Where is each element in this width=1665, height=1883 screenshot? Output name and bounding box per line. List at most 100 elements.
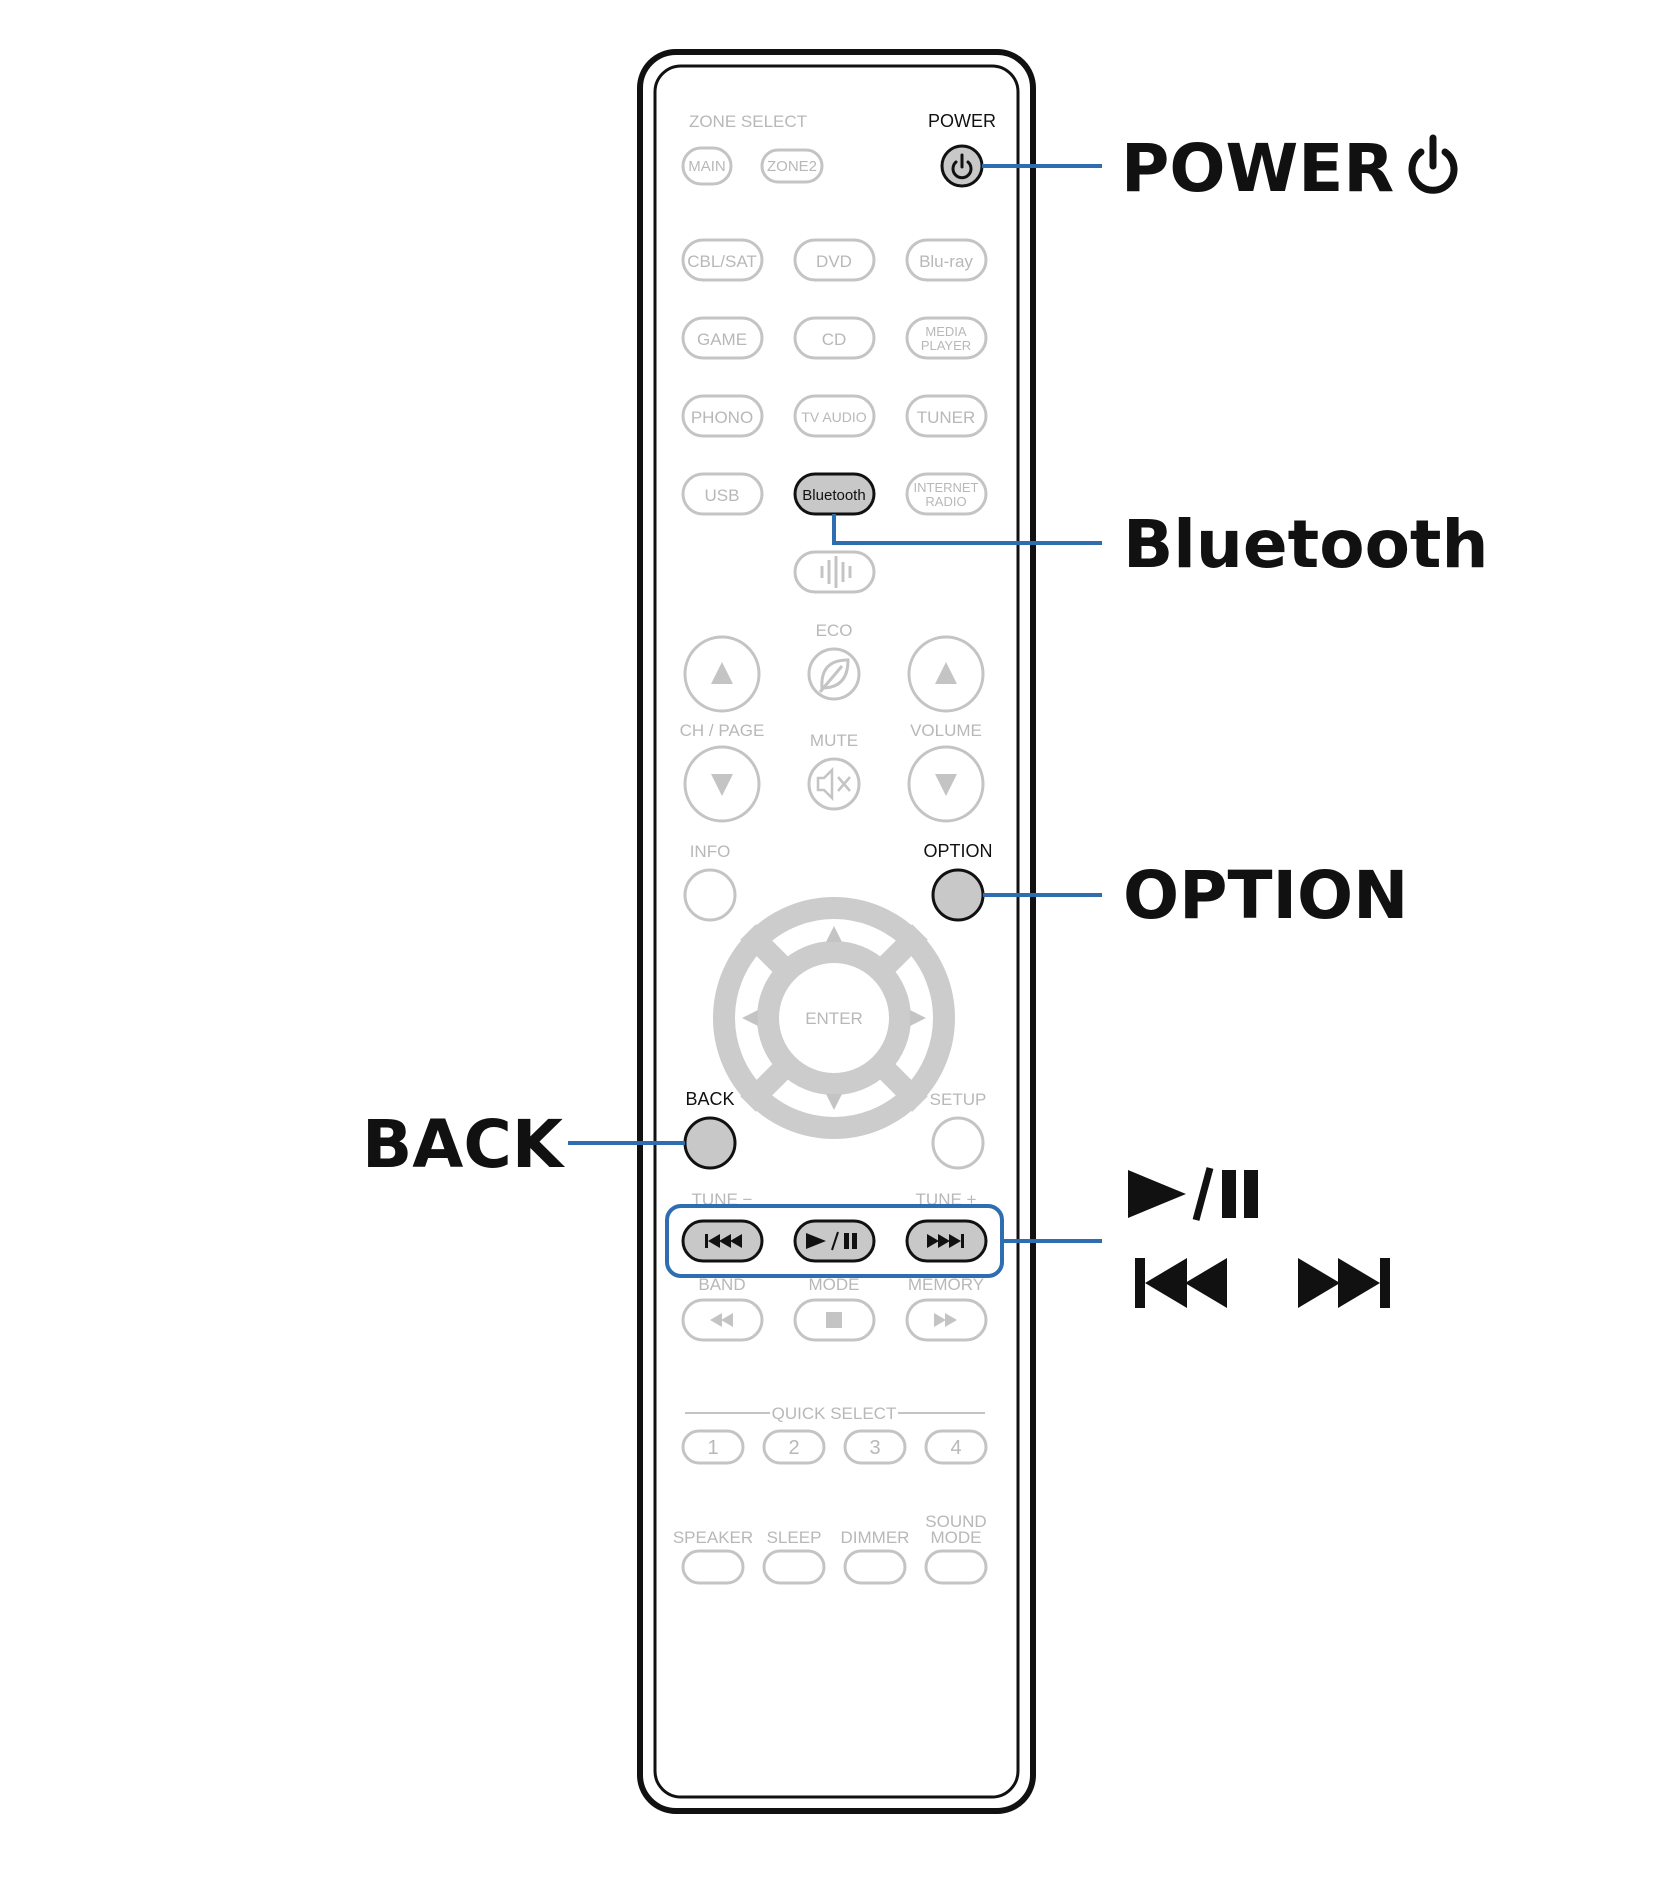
- zone2-button[interactable]: [760, 148, 824, 184]
- quick-select-2-button[interactable]: [762, 1429, 826, 1465]
- skip-forward-callout-icon: [1298, 1258, 1390, 1308]
- play-pause-callout-icon: [1128, 1167, 1258, 1221]
- enter-label[interactable]: ENTER: [805, 1009, 863, 1028]
- dpad-center-ring: [757, 941, 911, 1095]
- power-callout: POWER: [1121, 130, 1395, 207]
- back-label: BACK: [685, 1089, 734, 1109]
- volume-down-icon: [935, 774, 957, 796]
- source-internet-radio-label-1: INTERNET: [914, 480, 979, 495]
- option-button[interactable]: [931, 868, 985, 922]
- rewind-icon: [710, 1313, 733, 1327]
- dimmer-button[interactable]: [843, 1549, 907, 1585]
- mode-label: MODE: [809, 1275, 860, 1294]
- mute-label: MUTE: [810, 731, 858, 750]
- source-game-button[interactable]: [681, 316, 764, 360]
- source-cbl-sat-button[interactable]: [681, 238, 764, 282]
- skip-forward-icon: [927, 1234, 964, 1248]
- source-phono-label: PHONO: [691, 408, 753, 427]
- source-dvd-label: DVD: [816, 252, 852, 271]
- quick-select-3-button[interactable]: [843, 1429, 907, 1465]
- band-label: BAND: [698, 1275, 745, 1294]
- memory-label: MEMORY: [908, 1275, 984, 1294]
- source-tuner-label: TUNER: [917, 408, 976, 427]
- stop-button[interactable]: [793, 1298, 876, 1342]
- sleep-label: SLEEP: [767, 1528, 822, 1547]
- source-media-player-button[interactable]: [905, 316, 988, 360]
- speaker-button[interactable]: [681, 1549, 745, 1585]
- bluetooth-callout: Bluetooth: [1123, 506, 1489, 583]
- dpad-up-icon[interactable]: [826, 926, 842, 942]
- sleep-button[interactable]: [762, 1549, 826, 1585]
- ch-up-icon: [711, 662, 733, 684]
- source-usb-button[interactable]: [681, 472, 764, 516]
- ch-page-up-button[interactable]: [683, 635, 761, 713]
- waveform-icon: [820, 556, 852, 588]
- source-bluray-button[interactable]: [905, 238, 988, 282]
- info-label: INFO: [690, 842, 731, 861]
- source-bluetooth-label: Bluetooth: [802, 487, 865, 504]
- setup-label: SETUP: [930, 1090, 987, 1109]
- speaker-label: SPEAKER: [673, 1528, 753, 1547]
- zone-main-label: MAIN: [688, 158, 726, 175]
- back-button[interactable]: [683, 1116, 737, 1170]
- quick-select-2-label: 2: [788, 1437, 799, 1459]
- bluetooth-leader-line: [832, 514, 1102, 545]
- sound-mode-label-2: MODE: [931, 1528, 982, 1547]
- source-internet-radio-button[interactable]: [905, 472, 988, 516]
- remote-inner-body: [653, 64, 1020, 1799]
- rewind-button[interactable]: [681, 1298, 764, 1342]
- source-bluray-label: Blu-ray: [919, 252, 973, 271]
- leaf-icon: [818, 658, 850, 693]
- zone2-label: ZONE2: [767, 158, 817, 175]
- dpad-left-icon[interactable]: [742, 1010, 758, 1026]
- quick-select-1-label: 1: [707, 1437, 718, 1459]
- play-pause-icon: [806, 1231, 857, 1251]
- source-cd-button[interactable]: [793, 316, 876, 360]
- source-cbl-sat-label: CBL/SAT: [687, 252, 757, 271]
- ch-page-label: CH / PAGE: [680, 721, 765, 740]
- skip-back-callout-icon: [1135, 1258, 1227, 1308]
- power-icon: [951, 153, 973, 180]
- power-label: POWER: [928, 111, 996, 131]
- source-tv-audio-label: TV AUDIO: [801, 409, 866, 425]
- dpad-right-icon[interactable]: [910, 1010, 926, 1026]
- sound-mode-button[interactable]: [924, 1549, 988, 1585]
- eco-label: ECO: [816, 621, 853, 640]
- zone-select-label: ZONE SELECT: [689, 112, 807, 131]
- source-phono-button[interactable]: [681, 394, 764, 438]
- dimmer-label: DIMMER: [841, 1528, 910, 1547]
- info-button[interactable]: [683, 868, 737, 922]
- option-label: OPTION: [923, 841, 992, 861]
- volume-down-button[interactable]: [907, 745, 985, 823]
- quick-select-1-button[interactable]: [681, 1429, 745, 1465]
- ch-down-icon: [711, 774, 733, 796]
- ch-page-down-button[interactable]: [683, 745, 761, 823]
- source-internet-radio-label-2: RADIO: [925, 494, 966, 509]
- skip-back-icon: [705, 1234, 742, 1248]
- back-callout: BACK: [362, 1106, 563, 1183]
- source-tv-audio-button[interactable]: [793, 394, 876, 438]
- source-tuner-button[interactable]: [905, 394, 988, 438]
- eco-button[interactable]: [807, 647, 861, 701]
- fast-forward-button[interactable]: [905, 1298, 988, 1342]
- zone-main-button[interactable]: [681, 146, 733, 186]
- voice-button[interactable]: [793, 550, 876, 594]
- setup-button[interactable]: [931, 1116, 985, 1170]
- dpad-ring[interactable]: [713, 897, 955, 1139]
- quick-select-4-button[interactable]: [924, 1429, 988, 1465]
- quick-select-label: QUICK SELECT: [772, 1404, 897, 1423]
- source-dvd-button[interactable]: [793, 238, 876, 282]
- mute-button[interactable]: [807, 757, 861, 811]
- source-usb-label: USB: [705, 486, 740, 505]
- source-cd-label: CD: [822, 330, 847, 349]
- volume-up-button[interactable]: [907, 635, 985, 713]
- quick-select-4-label: 4: [950, 1437, 961, 1459]
- power-callout-icon: [1408, 134, 1458, 194]
- volume-label: VOLUME: [910, 721, 982, 740]
- volume-up-icon: [935, 662, 957, 684]
- dpad-dividers: [740, 924, 928, 1112]
- dpad-down-icon[interactable]: [826, 1094, 842, 1110]
- source-game-label: GAME: [697, 330, 747, 349]
